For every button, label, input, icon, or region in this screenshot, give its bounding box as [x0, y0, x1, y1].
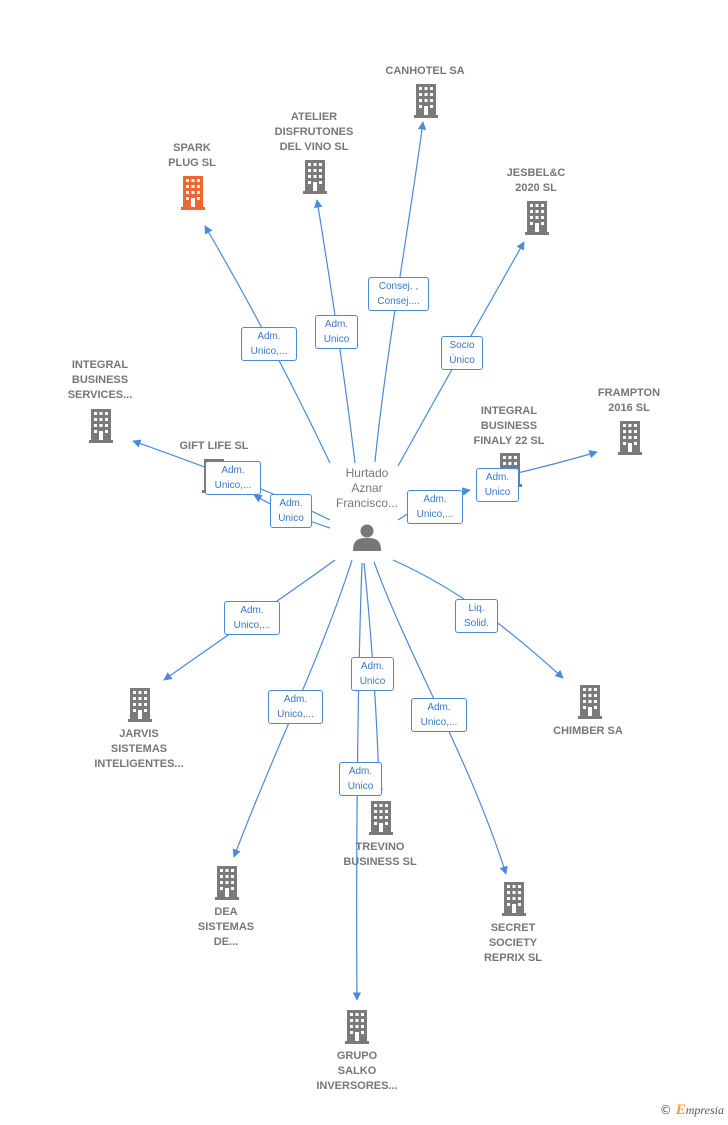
building-icon-trevino[interactable] [369, 801, 393, 835]
person-icon[interactable] [353, 524, 381, 552]
edge-label-frampton[interactable]: Adm. Unico [476, 468, 519, 502]
company-label-secret[interactable]: SECRET SOCIETY REPRIX SL [483, 922, 543, 964]
building-icon-integral-services[interactable] [89, 409, 113, 443]
company-label-atelier[interactable]: ATELIER DISFRUTONES DEL VINO SL [274, 111, 354, 153]
company-label-jarvis[interactable]: JARVIS SISTEMAS INTELIGENTES... [94, 728, 184, 770]
company-label-jesbel[interactable]: JESBEL&C 2020 SL [506, 167, 566, 194]
company-label-chimber[interactable]: CHIMBER SA [553, 725, 623, 737]
building-icon-canhotel[interactable] [414, 84, 438, 118]
building-icon-grupo[interactable] [345, 1010, 369, 1044]
edge-label-spark[interactable]: Adm. Unico,... [241, 327, 297, 361]
building-icon-secret[interactable] [502, 882, 526, 916]
building-icon-dea[interactable] [215, 866, 239, 900]
company-label-integral-services[interactable]: INTEGRAL BUSINESS SERVICES... [67, 359, 133, 401]
company-label-giftlife[interactable]: GIFT LIFE SL [179, 440, 249, 452]
building-icon-jarvis[interactable] [128, 688, 152, 722]
edge-label-canhotel[interactable]: Consej. , Consej.... [368, 277, 429, 311]
brand-initial: E [675, 1102, 686, 1118]
edge-label-atelier[interactable]: Adm. Unico [315, 315, 358, 349]
company-label-spark[interactable]: SPARK PLUG SL [168, 142, 216, 169]
edge-label-integral-services[interactable]: Adm. Unico,... [205, 461, 261, 495]
brand-name: mpresia [685, 1103, 724, 1117]
building-icon-spark[interactable] [181, 176, 205, 210]
person-name[interactable]: Hurtado Aznar Francisco... [335, 466, 398, 510]
building-icon-chimber[interactable] [578, 685, 602, 719]
building-icon-jesbel[interactable] [525, 201, 549, 235]
edge-label-grupo[interactable]: Adm. Unico [339, 762, 382, 796]
edge-label-trevino[interactable]: Adm. Unico [351, 657, 394, 691]
nodes-layer [89, 84, 642, 1044]
building-icon-frampton[interactable] [618, 421, 642, 455]
company-label-grupo[interactable]: GRUPO SALKO INVERSORES... [316, 1050, 398, 1092]
copyright-symbol: © [659, 1103, 672, 1117]
company-label-canhotel[interactable]: CANHOTEL SA [385, 65, 465, 77]
edge-label-chimber[interactable]: Liq. Solid. [455, 599, 498, 633]
company-label-trevino[interactable]: TREVINO BUSINESS SL [343, 841, 417, 868]
edge-label-jesbel[interactable]: Socio Único [441, 336, 483, 370]
company-label-integral-finaly[interactable]: INTEGRAL BUSINESS FINALY 22 SL [473, 405, 545, 447]
brand-footer: ©Empresia [660, 1102, 724, 1119]
edge-label-dea[interactable]: Adm. Unico,... [268, 690, 323, 724]
edge-label-secret[interactable]: Adm. Unico,... [411, 698, 467, 732]
edge-label-jarvis[interactable]: Adm. Unico,... [224, 601, 280, 635]
company-label-frampton[interactable]: FRAMPTON 2016 SL [597, 387, 661, 414]
edge-label-giftlife[interactable]: Adm. Unico [270, 494, 312, 528]
edge-label-integral-finaly[interactable]: Adm. Unico,... [407, 490, 463, 524]
building-icon-atelier[interactable] [303, 160, 327, 194]
company-label-dea[interactable]: DEA SISTEMAS DE... [197, 906, 255, 948]
